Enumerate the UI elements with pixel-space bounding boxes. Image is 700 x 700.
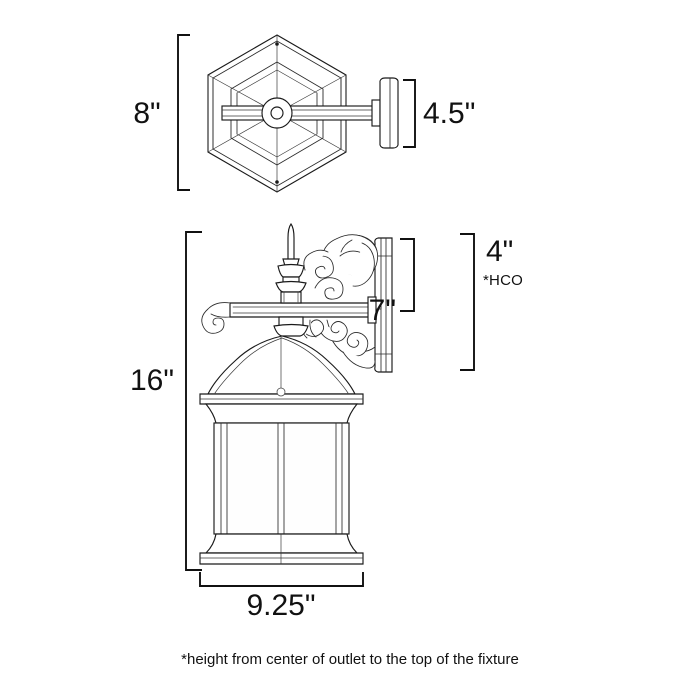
dimension-bracket-16in: 16" — [130, 231, 202, 571]
dimension-label-8in: 8" — [133, 97, 160, 130]
top-view-group: 8" 4.5" — [133, 34, 475, 193]
dimension-label-16in: 16" — [130, 364, 174, 397]
construction-centerline — [276, 335, 286, 397]
hood-rim — [199, 393, 364, 424]
scroll-bracket-upper — [303, 234, 379, 300]
dimension-bracket-9-25in: 9.25" — [199, 572, 364, 622]
dimension-bracket-7in: 7" — [369, 238, 415, 327]
dimension-bracket-4-5in: 4.5" — [403, 79, 475, 148]
lantern-glass-body — [213, 422, 350, 535]
dimension-label-4-5in: 4.5" — [423, 97, 475, 130]
lantern-base — [199, 533, 364, 565]
top-view-arm — [221, 99, 381, 127]
top-view-wall-plate — [379, 77, 399, 149]
front-view-group: 16" 7" 4" *HCO 9.25" — [130, 223, 523, 622]
finial — [273, 223, 309, 337]
center-hub — [261, 97, 293, 129]
dimension-bracket-4in-hco: 4" *HCO — [460, 233, 523, 371]
front-wall-plate — [373, 237, 393, 373]
dimension-label-9-25in: 9.25" — [246, 589, 315, 622]
front-view-arm — [201, 296, 377, 334]
dimension-label-7in: 7" — [369, 294, 396, 327]
dimension-label-4in: 4" — [486, 235, 513, 268]
footnote-text: *height from center of outlet to the top… — [181, 651, 519, 668]
centerline-markers — [275, 42, 279, 184]
dimension-label-hco-note: *HCO — [483, 272, 523, 289]
dimension-bracket-8in: 8" — [133, 34, 190, 191]
